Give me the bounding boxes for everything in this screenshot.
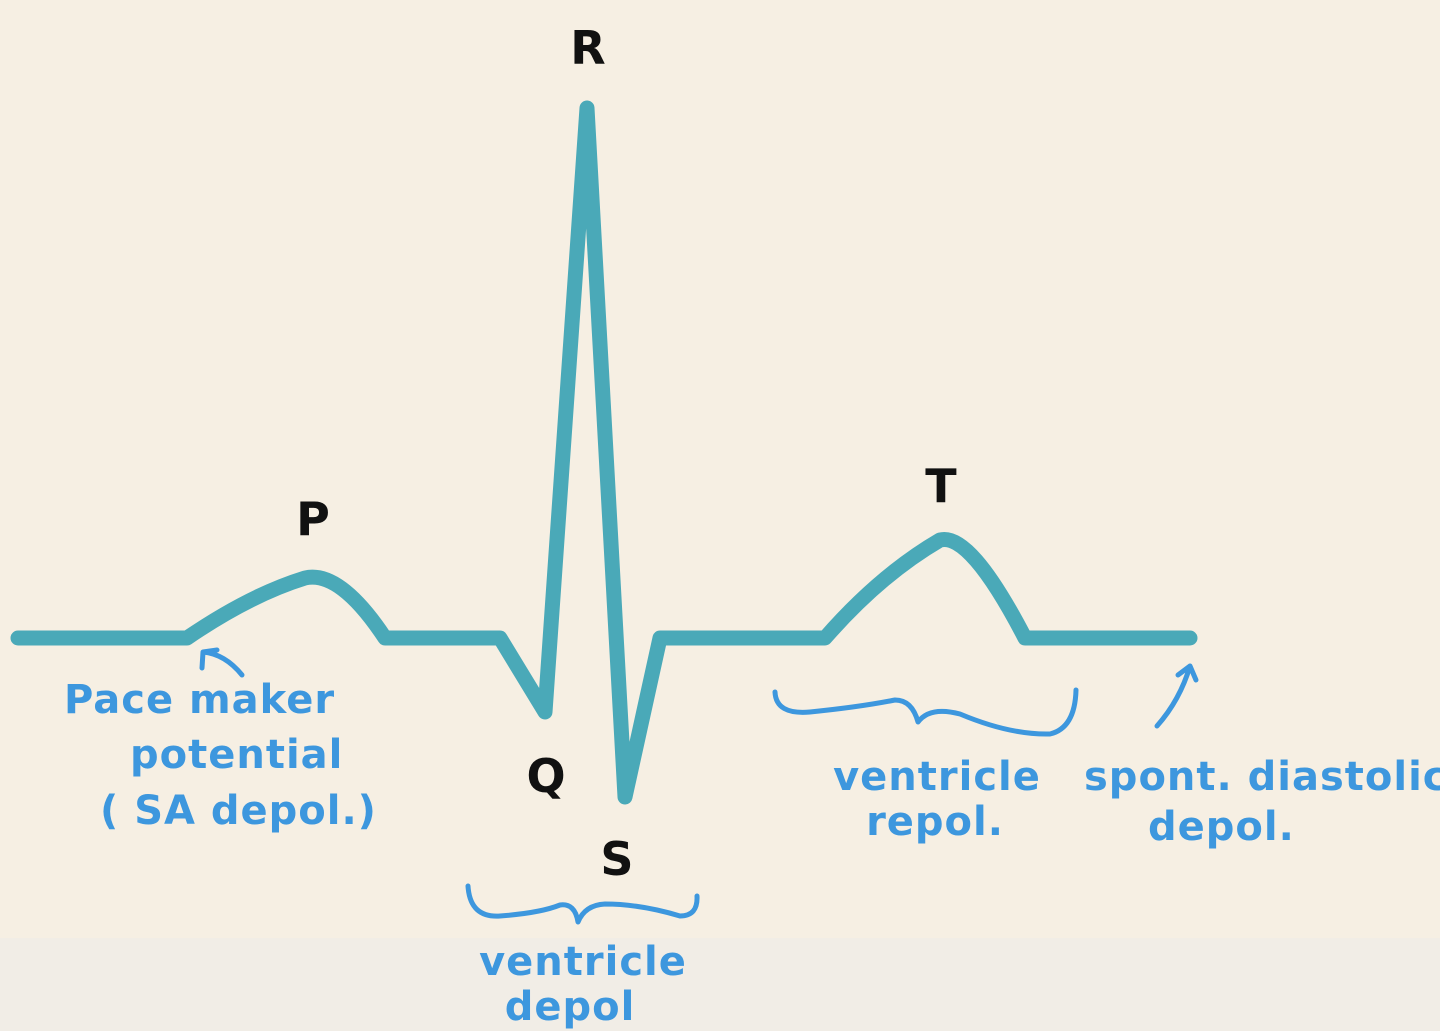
ventricle-depol-note-line1: ventricle	[479, 939, 687, 985]
r-wave-label: R	[570, 21, 605, 75]
t-wave-label: T	[925, 459, 957, 513]
spont-diastolic-note-line2: depol.	[1148, 804, 1295, 850]
q-wave-label: Q	[526, 749, 565, 803]
bottom-band	[0, 938, 1440, 1031]
ventricle-repol-note-line1: ventricle	[833, 754, 1041, 800]
ventricle-depol-brace-icon	[465, 883, 700, 925]
p-wave-label: P	[296, 492, 330, 546]
ventricle-repol-note-line2: repol.	[866, 799, 1004, 845]
s-wave-label: S	[600, 832, 633, 886]
spont-diastolic-arrow-icon	[1154, 663, 1199, 729]
ventricle-repol-brace-icon	[772, 687, 1079, 737]
ecg-trace	[10, 100, 1198, 805]
pacemaker-note-line3: ( SA depol.)	[100, 788, 377, 834]
pacemaker-note-line2: potential	[130, 732, 343, 778]
ventricle-depol-note-line2: depol	[505, 984, 636, 1030]
pacemaker-arrow-icon	[199, 647, 245, 678]
pacemaker-note-line1: Pace maker	[64, 677, 335, 723]
spont-diastolic-note-line1: spont. diastolic	[1084, 754, 1440, 800]
